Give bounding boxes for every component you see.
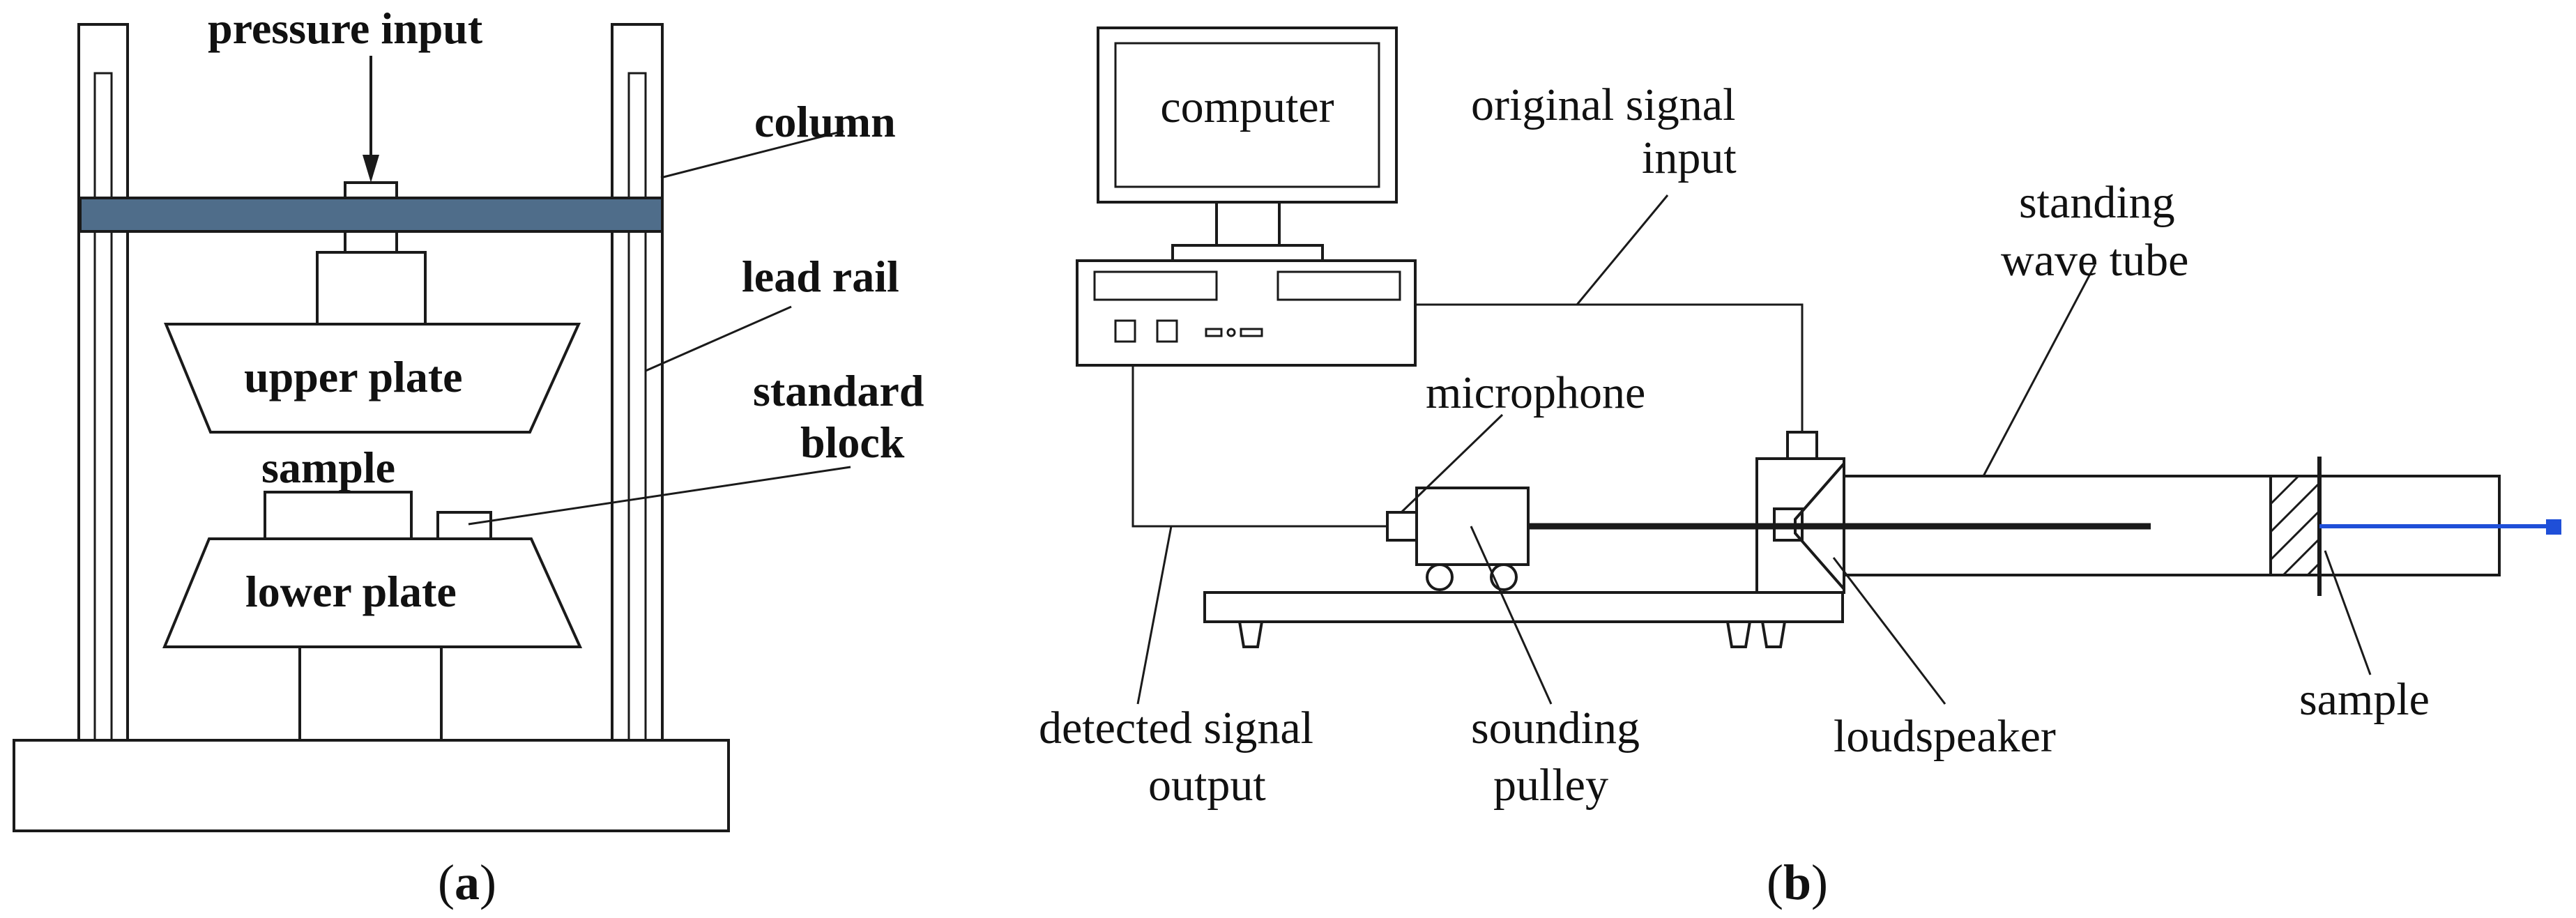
standard-block-leader bbox=[468, 466, 851, 526]
cpu-drive-left bbox=[1093, 270, 1218, 301]
loudspeaker-leader bbox=[1832, 557, 1946, 705]
cpu-box bbox=[1076, 259, 1417, 367]
detected-signal-leader bbox=[1136, 526, 1173, 705]
standing-wave-leader bbox=[1982, 264, 2096, 477]
sounding-pulley-leader bbox=[1470, 526, 1553, 705]
detected-signal-wire bbox=[1131, 365, 1387, 528]
cpu-button-1 bbox=[1114, 319, 1136, 343]
sounding-pulley-label-line1: sounding bbox=[1471, 703, 1640, 753]
pressure-input-label: pressure input bbox=[208, 3, 483, 53]
loudspeaker-cone bbox=[1794, 459, 1845, 593]
pulley-cart bbox=[1415, 487, 1530, 566]
sample-label-b: sample bbox=[2299, 674, 2430, 725]
panel-b-caption: (b) bbox=[1767, 855, 1828, 910]
detected-signal-label-line2: output bbox=[1148, 760, 1266, 811]
microphone-leader bbox=[1400, 413, 1504, 514]
sample-label-a: sample bbox=[261, 443, 395, 492]
bench-foot-left bbox=[1237, 620, 1264, 648]
original-signal-label-line2: input bbox=[1642, 132, 1737, 183]
bench-foot-right-2 bbox=[1760, 620, 1787, 648]
standing-wave-label-line2: wave tube bbox=[2001, 235, 2188, 286]
monitor-inner bbox=[1114, 42, 1380, 188]
loudspeaker-driver bbox=[1773, 507, 1804, 542]
right-column-inner bbox=[627, 72, 647, 742]
sounding-pulley-label-line2: pulley bbox=[1493, 760, 1608, 811]
left-column-outer bbox=[77, 23, 129, 742]
piston-rod-end bbox=[2546, 519, 2561, 535]
column-leader bbox=[660, 130, 844, 179]
left-column-inner bbox=[93, 72, 113, 742]
right-column-outer bbox=[611, 23, 664, 742]
pressure-cap bbox=[344, 181, 398, 199]
panel-a-caption: (a) bbox=[438, 855, 496, 910]
cpu-button-2 bbox=[1156, 319, 1178, 343]
sample-block bbox=[264, 491, 413, 540]
speaker-connector bbox=[1786, 431, 1818, 460]
microphone-head bbox=[1386, 511, 1418, 542]
bench-rail bbox=[1203, 591, 1844, 623]
computer-label: computer bbox=[1160, 82, 1334, 132]
standard-block-label-line1: standard bbox=[753, 366, 924, 415]
lower-plate-label: lower plate bbox=[245, 567, 457, 616]
column-label: column bbox=[754, 97, 896, 146]
cart-wheel-left bbox=[1426, 563, 1454, 591]
upper-plate bbox=[164, 323, 581, 434]
detected-signal-label-line1: detected signal bbox=[1039, 703, 1313, 753]
lead-rail-leader bbox=[645, 305, 792, 372]
standard-block bbox=[436, 511, 492, 540]
original-signal-wire bbox=[1415, 303, 1804, 432]
panel-b: computer original signal input detected … bbox=[1039, 26, 2561, 910]
sample-leader bbox=[2324, 550, 2372, 675]
standing-wave-label-line1: standing bbox=[2019, 177, 2175, 228]
upper-plate-label: upper plate bbox=[244, 352, 463, 401]
monitor-neck bbox=[1215, 201, 1281, 247]
bench-foot-right-1 bbox=[1725, 620, 1752, 648]
original-signal-leader bbox=[1576, 194, 1669, 305]
loudspeaker-label: loudspeaker bbox=[1834, 711, 2056, 762]
lower-plate bbox=[162, 537, 583, 648]
panel-b-letter: b bbox=[1783, 855, 1811, 910]
piston-neck bbox=[344, 230, 398, 254]
cpu-slot-2 bbox=[1240, 328, 1263, 337]
lead-rail-label: lead rail bbox=[742, 252, 899, 301]
cpu-slot-1 bbox=[1205, 328, 1223, 337]
cpu-drive-right bbox=[1276, 270, 1401, 301]
panel-a-letter: a bbox=[455, 855, 480, 910]
original-signal-label-line1: original signal bbox=[1471, 79, 1735, 130]
panel-a: pressure input column lead rail upper pl… bbox=[13, 3, 924, 910]
microphone-label: microphone bbox=[1426, 367, 1645, 418]
cpu-led bbox=[1226, 328, 1236, 337]
press-base bbox=[13, 739, 730, 832]
crossbeam bbox=[79, 197, 664, 233]
pressure-arrow-head bbox=[363, 155, 379, 183]
piston-body bbox=[316, 251, 427, 326]
cart-wheel-right bbox=[1490, 563, 1518, 591]
standard-block-label-line2: block bbox=[800, 418, 905, 467]
sample-hatch bbox=[2269, 475, 2321, 576]
monitor-stand bbox=[1171, 244, 1324, 262]
